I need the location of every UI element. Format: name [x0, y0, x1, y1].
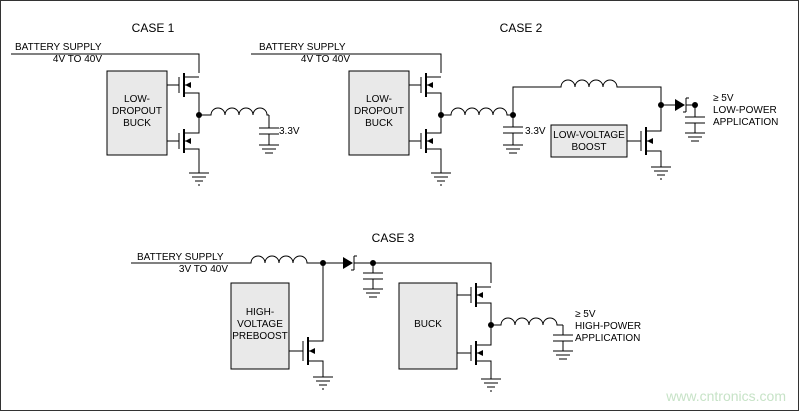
case2-ground-icon: [431, 172, 451, 186]
case2-app-label-line2: LOW-POWER: [713, 105, 777, 116]
case3-preboost-inductor: [131, 255, 323, 264]
case3-preboost-mosfet: [289, 263, 324, 377]
case2-high-side-mosfet: [409, 73, 442, 115]
case1-output-capacitor: [259, 115, 279, 154]
case2-block-label-line2: DROPOUT: [354, 106, 404, 117]
case3-preboost-ground-icon: [313, 376, 333, 390]
watermark-text: www.cntronics.com: [665, 388, 786, 404]
case1-block-label-line3: BUCK: [123, 118, 151, 129]
case3-supply-label-line2: 3V TO 40V: [179, 264, 228, 275]
case2-output-diode: [661, 97, 695, 113]
case2-low-side-mosfet: [409, 115, 442, 173]
case2-boost-inductor: [512, 79, 662, 115]
case1-block-label-line2: DROPOUT: [112, 106, 162, 117]
case2-supply-label-line1: BATTERY SUPPLY: [259, 42, 346, 53]
case3-title: CASE 3: [372, 231, 415, 245]
case3-output-inductor: [491, 317, 563, 326]
case1-output-voltage: 3.3V: [279, 126, 300, 137]
case1-ldo-buck-block: [106, 70, 168, 156]
case3-buck-low-side-mosfet: [457, 325, 492, 379]
case3-app-label-line1: ≥ 5V: [575, 309, 596, 320]
case2-output-capacitor: [685, 105, 705, 142]
case3-preboost-diode: [323, 255, 373, 271]
case1-low-side-mosfet: [167, 115, 200, 173]
case2-boost-mosfet: [627, 105, 662, 167]
case3-high-voltage-preboost-block: [230, 282, 290, 370]
case2-supply-wire: [251, 53, 442, 73]
case3-output-capacitor: [553, 325, 573, 360]
case3-app-label-line2: HIGH-POWER: [575, 321, 641, 332]
case3-buck-block: [398, 282, 458, 370]
case2-title: CASE 2: [500, 21, 543, 35]
case1-inductor: [199, 107, 269, 116]
case1-supply-label-line2: 4V TO 40V: [53, 54, 102, 65]
case2-group: CASE 2 BATTERY SUPPLY 4V TO 40V LOW- DRO…: [251, 21, 778, 186]
case3-preboost-label-line3: PREBOOST: [232, 331, 288, 342]
case3-buck-high-side-mosfet: [457, 283, 492, 325]
case3-buck-ground-icon: [481, 378, 501, 392]
case1-title: CASE 1: [132, 21, 175, 35]
case3-preboost-label-line2: VOLTAGE: [237, 319, 283, 330]
case3-app-label-line3: APPLICATION: [575, 333, 640, 344]
case1-group: CASE 1 BATTERY SUPPLY 4V TO 40V LOW- DRO…: [11, 21, 300, 186]
case2-buck-inductor: [441, 107, 513, 116]
case3-supply-label-line1: BATTERY SUPPLY: [137, 252, 224, 263]
case3-group: CASE 3 BATTERY SUPPLY 3V TO 40V HIGH- VO…: [131, 231, 641, 392]
case2-app-label-line1: ≥ 5V: [713, 93, 734, 104]
case1-supply-label-line1: BATTERY SUPPLY: [15, 42, 102, 53]
case2-output-voltage: 3.3V: [525, 126, 546, 137]
case2-block-label-line1: LOW-: [366, 94, 392, 105]
case2-boost-label-line1: LOW-VOLTAGE: [553, 130, 625, 141]
case3-buck-supply-wire: [373, 262, 492, 283]
case2-app-label-line3: APPLICATION: [713, 117, 778, 128]
case2-block-label-line3: BUCK: [365, 118, 393, 129]
case1-supply-wire: [11, 53, 200, 73]
case2-boost-label-line2: BOOST: [571, 142, 606, 153]
case2-low-voltage-boost-block: [550, 124, 628, 158]
case2-ldo-buck-block: [348, 70, 410, 156]
case3-buck-label: BUCK: [414, 319, 442, 330]
case2-boost-ground-icon: [651, 166, 671, 180]
case1-block-label-line1: LOW-: [124, 94, 150, 105]
case2-3v3-capacitor: [503, 115, 523, 154]
case3-preboost-label-line1: HIGH-: [246, 307, 274, 318]
case2-supply-label-line2: 4V TO 40V: [301, 54, 350, 65]
case3-intermediate-capacitor: [363, 263, 383, 298]
case1-ground-icon: [189, 172, 209, 186]
case1-high-side-mosfet: [167, 73, 200, 115]
